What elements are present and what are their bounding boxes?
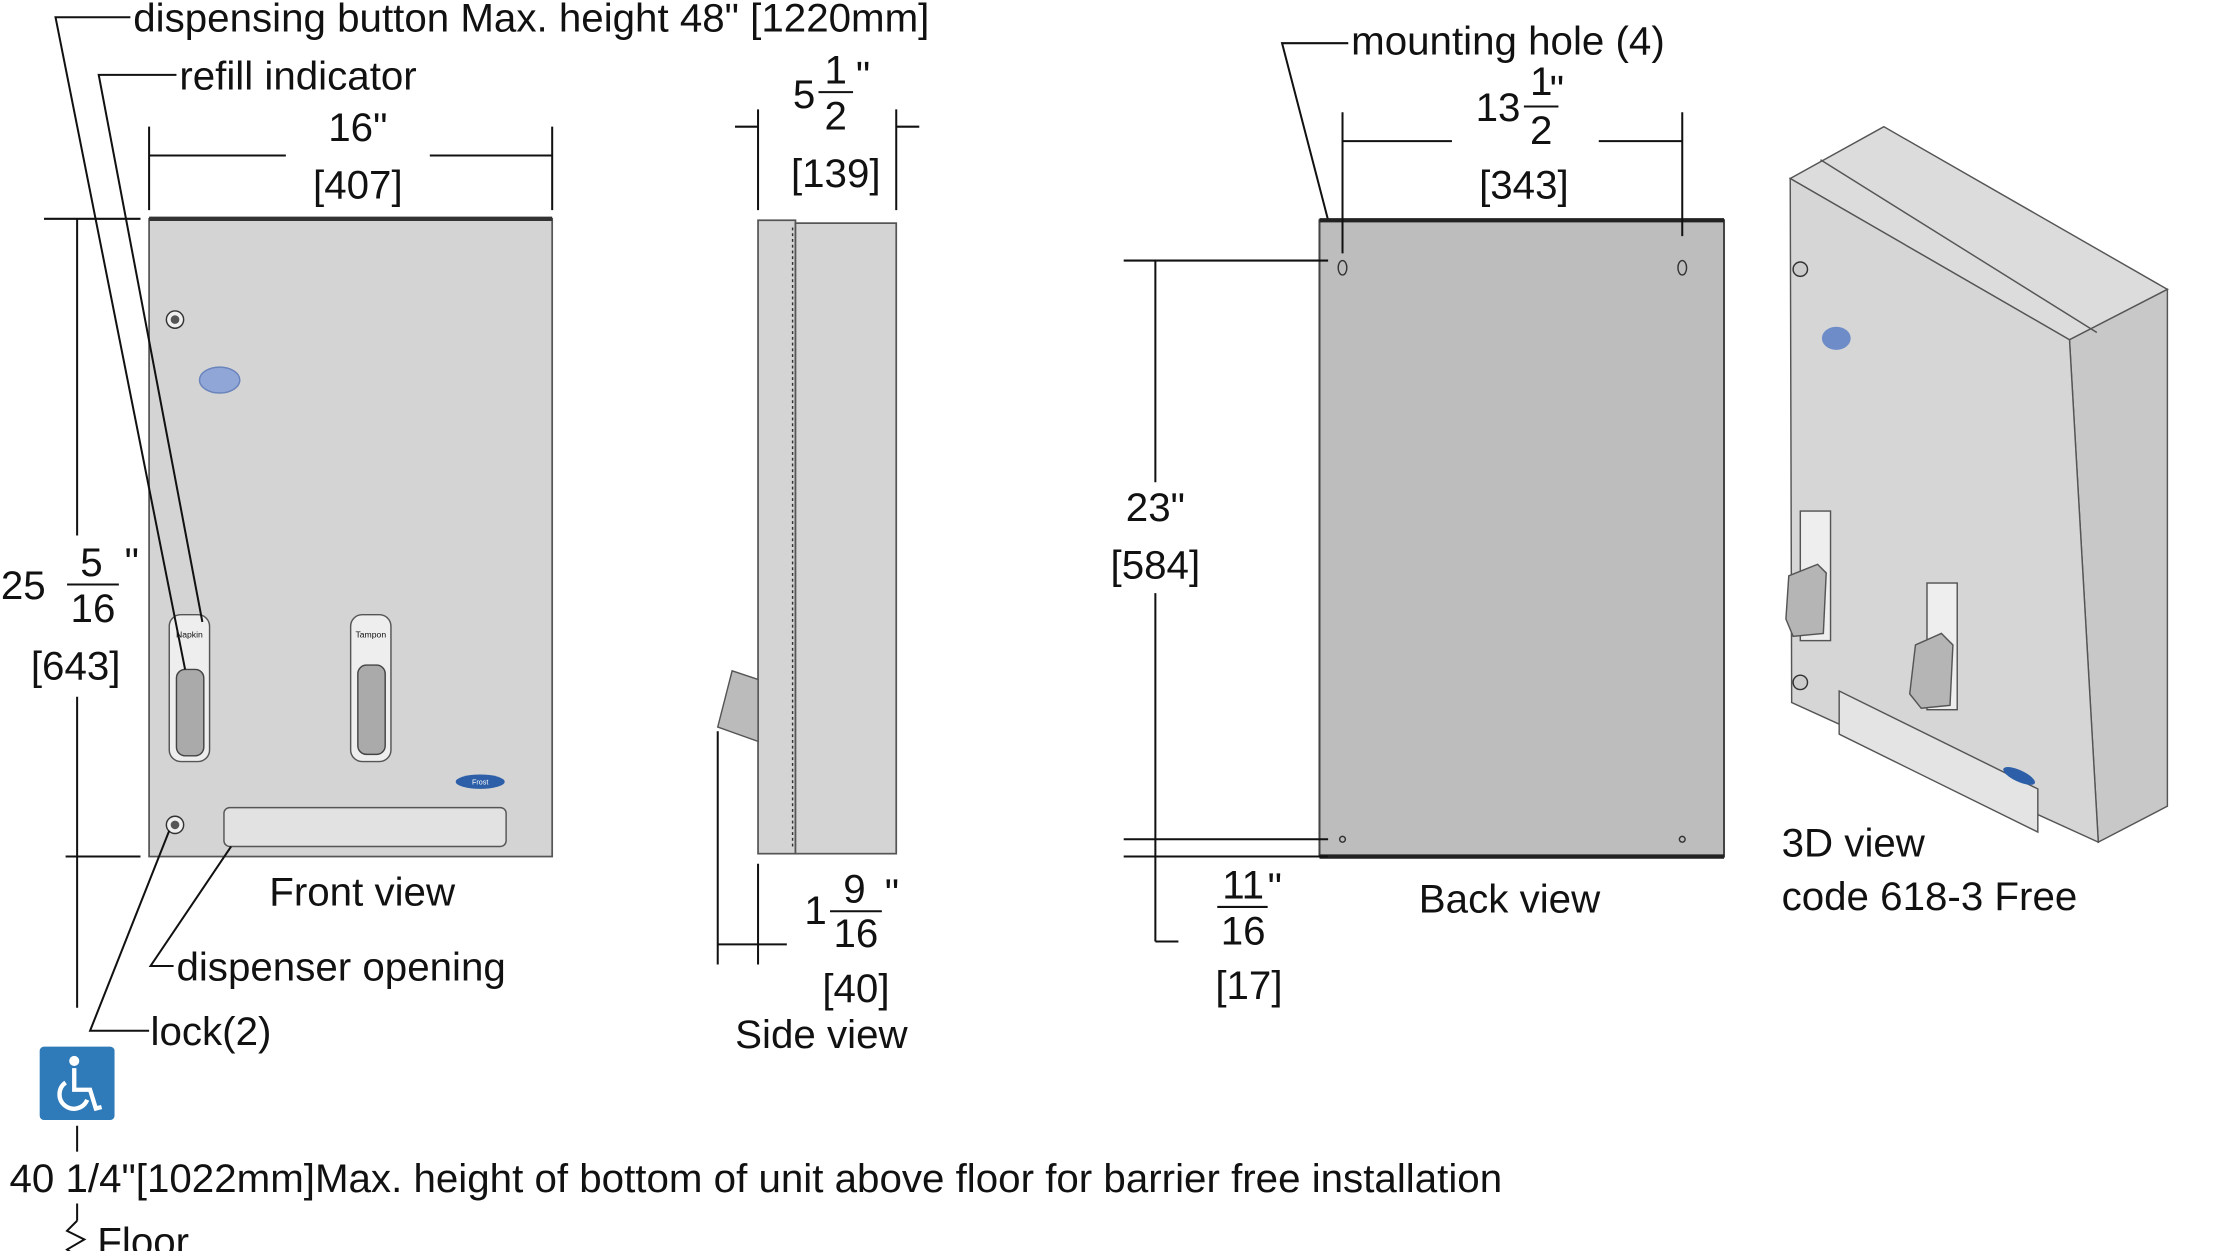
plate-label-napkin: Napkin: [176, 630, 203, 640]
side-button-mm: [40]: [822, 966, 889, 1011]
svg-text:": ": [1550, 68, 1564, 113]
wheelchair-accessibility-icon: [39, 1046, 115, 1120]
side-depth-num: 1: [825, 47, 847, 92]
side-button: [716, 669, 759, 743]
brand-badge: Frost: [455, 774, 505, 789]
callout-dispensing-button: dispensing button Max. height 48" [1220m…: [133, 0, 929, 41]
lock-icon: [165, 815, 185, 835]
side-button-whole: 1: [804, 888, 826, 933]
mounting-hole-icon: [1678, 835, 1686, 843]
back-bottom-mm: [17]: [1215, 963, 1282, 1008]
front-view-title: Front view: [269, 869, 456, 914]
back-span-den: 2: [1530, 108, 1552, 153]
svg-text:": ": [885, 871, 899, 916]
mounting-hole-icon: [1338, 835, 1347, 843]
svg-text:": ": [1268, 865, 1282, 910]
back-span-mm: [343]: [1479, 163, 1569, 208]
front-height-num: 5: [80, 540, 102, 585]
barrier-free-section: 40 1/4"[1022mm]Max. height of bottom of …: [9, 1046, 1502, 1251]
side-view-title: Side view: [735, 1012, 908, 1057]
callout-mounting-hole: mounting hole (4): [1351, 19, 1665, 64]
back-view: 13 1 2 " [343] 23" [584] 11 16 " [17] Ba…: [1111, 59, 1726, 1008]
callout-dispenser-opening: dispenser opening: [176, 944, 505, 989]
3d-view-title: 3D view: [1782, 821, 1926, 866]
front-height-den: 16: [71, 586, 116, 631]
back-view-title: Back view: [1419, 877, 1601, 922]
callout-lock: lock(2): [151, 1009, 272, 1054]
front-view: Napkin Tampon Frost 16" [407] 25 5 16: [1, 105, 554, 1008]
side-depth-den: 2: [825, 94, 847, 139]
product-code: code 618-3 Free: [1782, 874, 2078, 919]
brand-logo-icon: [198, 366, 241, 394]
svg-text:": ": [125, 540, 139, 585]
lock-icon: [165, 310, 185, 329]
mounting-hole-icon: [1337, 259, 1348, 276]
back-span-whole: 13: [1476, 85, 1521, 130]
svg-text:Frost: Frost: [472, 778, 488, 787]
side-depth-mm: [139]: [791, 151, 881, 196]
back-span-num: 1: [1530, 59, 1552, 104]
side-depth-whole: 5: [793, 72, 815, 117]
callouts: dispensing button Max. height 48" [1220m…: [54, 0, 1665, 1054]
lock-icon: [1792, 261, 1809, 278]
back-height-mm: [584]: [1111, 543, 1201, 588]
3d-view: 3D view code 618-3 Free: [1782, 125, 2169, 919]
svg-text:": ": [856, 53, 870, 98]
side-button-num: 9: [843, 867, 865, 912]
lock-icon: [1792, 674, 1809, 691]
plate-label-tampon: Tampon: [355, 630, 386, 640]
front-width-in: 16": [328, 105, 387, 150]
front-height-mm: [643]: [31, 643, 121, 688]
back-bottom-den: 16: [1221, 908, 1266, 953]
barrier-free-note: 40 1/4"[1022mm]Max. height of bottom of …: [9, 1156, 1502, 1201]
floor-label: Floor: [97, 1219, 189, 1251]
mounting-hole-icon: [1677, 259, 1688, 276]
callout-refill-indicator: refill indicator: [179, 53, 416, 98]
back-height-in: 23": [1126, 485, 1185, 530]
dispenser-opening: [223, 806, 507, 848]
front-height-whole: 25: [1, 563, 46, 608]
brand-logo-icon: [1821, 326, 1851, 350]
napkin-dispense-button[interactable]: Napkin: [168, 613, 211, 763]
side-view: 5 1 2 " [139] 1 9 16 " [40] Side view: [716, 47, 920, 1057]
side-button-den: 16: [834, 911, 879, 956]
back-bottom-num: 11: [1222, 862, 1264, 907]
front-width-mm: [407]: [313, 163, 403, 208]
tampon-dispense-button[interactable]: Tampon: [349, 613, 392, 763]
front-panel: [148, 217, 554, 858]
